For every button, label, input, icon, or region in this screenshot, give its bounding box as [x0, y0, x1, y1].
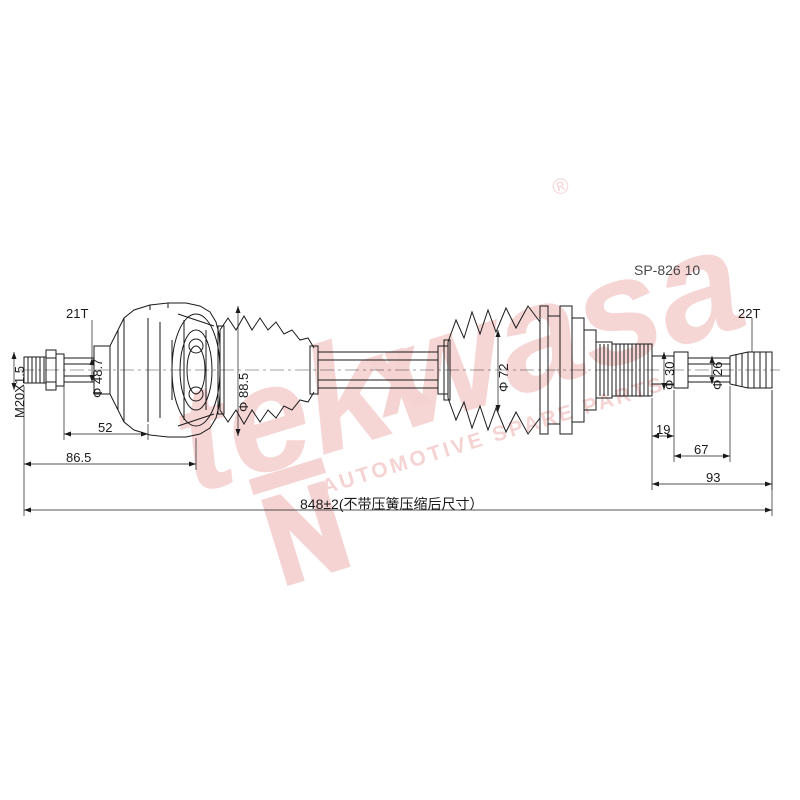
dim-len-19: 19	[656, 422, 671, 437]
dim-len-86-5: 86.5	[66, 450, 92, 465]
dim-dia-88-5: Φ 88.5	[236, 372, 251, 412]
dim-len-93: 93	[706, 470, 721, 485]
dim-spline-22t: 22T	[738, 306, 761, 321]
drawing-title-code: SP-826 10	[634, 262, 701, 278]
dim-dia-30: Φ 30	[662, 361, 677, 390]
dim-dia-72: Φ 72	[496, 363, 511, 392]
dim-thread-m20: M20X1.5	[12, 365, 27, 418]
dim-dia-26: Φ 26	[710, 361, 725, 390]
dim-dia-48-7: Φ 48.7	[90, 358, 105, 398]
dim-overall-length: 848±2(不带压簧压缩后尺寸）	[300, 496, 484, 512]
dim-len-52: 52	[98, 420, 113, 435]
dim-len-67: 67	[694, 442, 709, 457]
dim-spline-21t: 21T	[66, 306, 89, 321]
